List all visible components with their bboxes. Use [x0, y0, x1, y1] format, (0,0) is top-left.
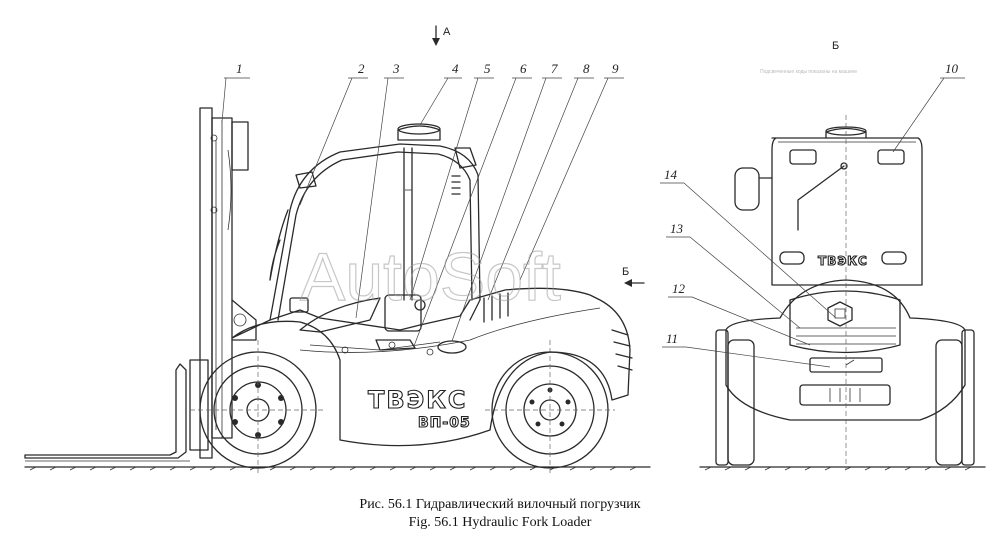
- callout-2: 2: [358, 61, 365, 76]
- callout-10: 10: [945, 61, 959, 76]
- view-label-b-side: Б: [622, 266, 629, 278]
- callout-9: 9: [612, 61, 619, 76]
- ground-line: [24, 466, 986, 471]
- cab: [269, 143, 481, 333]
- view-labels: А Б Б: [432, 25, 839, 287]
- brand-side-name: ТВЭКС: [368, 386, 468, 414]
- callout-14: 14: [664, 167, 678, 182]
- caption-russian: Рис. 56.1 Гидравлический вилочный погруз…: [359, 497, 641, 512]
- brand-rear-name: ТВЭКС: [818, 254, 868, 268]
- mast: [189, 107, 257, 459]
- side-brand: ТВЭКС ВП-05: [367, 385, 471, 431]
- callout-12: 12: [672, 281, 686, 296]
- beacon: [397, 123, 441, 141]
- caption-english: Fig. 56.1 Hydraulic Fork Loader: [408, 515, 592, 530]
- callout-7: 7: [551, 61, 558, 76]
- side-view: ТВЭКС ВП-05: [24, 107, 633, 475]
- callout-6: 6: [520, 61, 527, 76]
- callout-1: 1: [236, 61, 243, 76]
- brand-model: ВП-05: [418, 415, 471, 431]
- callout-8: 8: [583, 61, 590, 76]
- callout-11: 11: [666, 331, 678, 346]
- callout-5: 5: [484, 61, 491, 76]
- callout-13: 13: [670, 221, 684, 236]
- watermark: AutoSoft: [300, 239, 561, 315]
- view-label-a: А: [443, 26, 451, 38]
- callouts: 1 2 3 4 5 6 7 8 9 10 11 12 13: [221, 61, 965, 368]
- rear-view: ТВЭКС Подсвеченные коды показаны на маши…: [715, 69, 975, 470]
- callout-3: 3: [392, 61, 400, 76]
- chassis-body: [231, 287, 633, 447]
- rear-wheel: [485, 340, 615, 475]
- view-label-b-rear: Б: [832, 40, 839, 52]
- rear-note: Подсвеченные коды показаны на машине: [760, 69, 857, 75]
- front-wheel: [190, 340, 325, 475]
- callout-4: 4: [452, 61, 459, 76]
- fork: [24, 363, 190, 462]
